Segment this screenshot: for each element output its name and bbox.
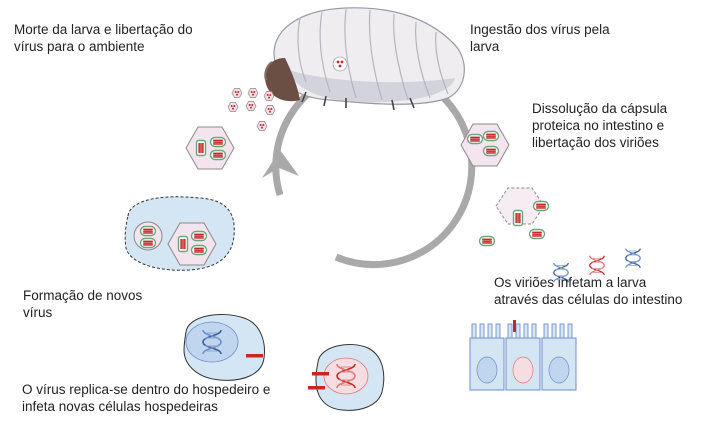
virus-formation-cell (124, 196, 235, 271)
label-virus-ingestion: Ingestão dos vírus pela larva (470, 22, 610, 54)
label-capsule-dissolution: Dissolução da cápsula proteica no intest… (532, 101, 668, 150)
larva-icon (264, 7, 465, 111)
gut-cells-icon (469, 247, 641, 391)
label-host-replication: O vírus replica-se dentro do hospedeiro … (22, 382, 271, 414)
dissolving-capsule (478, 187, 550, 247)
infected-cell-icon (183, 314, 265, 381)
label-virus-formation: Formação de novos vírus (23, 288, 143, 320)
label-gut-infection: Os viriões infetam a larva através das c… (494, 275, 683, 307)
infected-cell-icon (308, 344, 385, 411)
cycle-arrow-icon (262, 65, 476, 269)
label-larva-death: Morte da larva e libertação do vírus par… (14, 22, 193, 54)
released-virus-particles (227, 88, 276, 131)
virus-capsule-icon (185, 126, 235, 170)
